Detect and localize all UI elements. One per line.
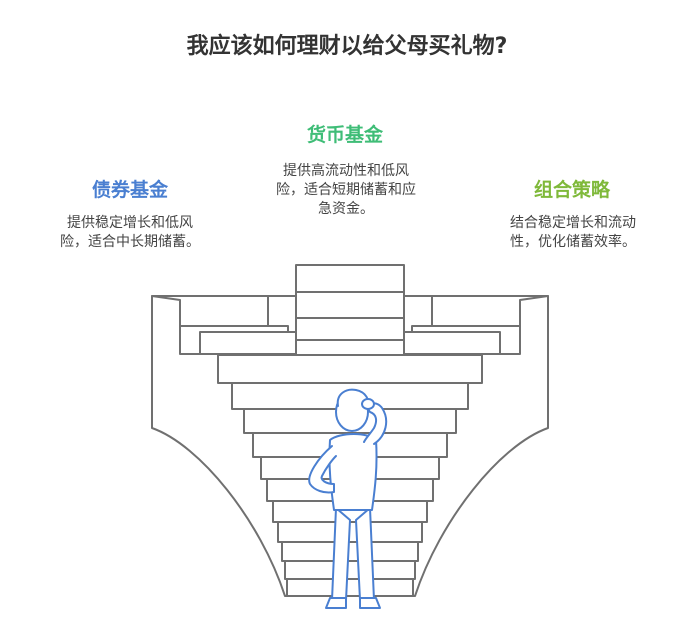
person-torso	[328, 433, 378, 511]
right-step	[401, 331, 501, 355]
combo-strategy-heading: 组合策略	[533, 179, 610, 201]
combo-strategy-desc-line: 结合稳定增长和流动	[510, 215, 636, 231]
person-left-shoe	[325, 597, 347, 609]
money-fund-heading: 货币基金	[306, 124, 383, 146]
person-right-shoe	[359, 597, 381, 609]
money-fund-desc-line: 提供高流动性和低风	[283, 163, 409, 179]
bond-fund-heading: 债券基金	[91, 179, 168, 201]
combo-strategy-desc-line: 性，优化储蓄效率。	[510, 234, 636, 250]
person-left-arm	[308, 445, 337, 494]
stair-layer	[217, 354, 483, 384]
bond-fund-desc-line: 提供稳定增长和低风	[67, 215, 193, 231]
stair-layer	[281, 541, 419, 562]
bond-fund-desc-line: 险，适合中长期储蓄。	[60, 234, 200, 250]
person-hand	[361, 398, 375, 410]
person-right-leg	[355, 507, 375, 601]
money-fund-desc-line: 险，适合短期储蓄和应	[276, 182, 416, 198]
person-figure	[308, 388, 388, 609]
person-left-leg	[331, 507, 351, 601]
page-title: 我应该如何理财以给父母买礼物?	[186, 34, 508, 59]
stair-layer	[284, 560, 416, 580]
money-fund-desc-line: 急资金。	[318, 201, 374, 217]
center-tower	[295, 264, 405, 356]
money-fund-description: 提供高流动性和低风 险，适合短期储蓄和应 急资金。	[258, 162, 434, 219]
bond-fund-description: 提供稳定增长和低风 险，适合中长期储蓄。	[40, 214, 220, 252]
left-step	[199, 331, 299, 355]
stair-layer	[286, 578, 414, 597]
combo-strategy-description: 结合稳定增长和流动 性，优化储蓄效率。	[484, 214, 662, 252]
